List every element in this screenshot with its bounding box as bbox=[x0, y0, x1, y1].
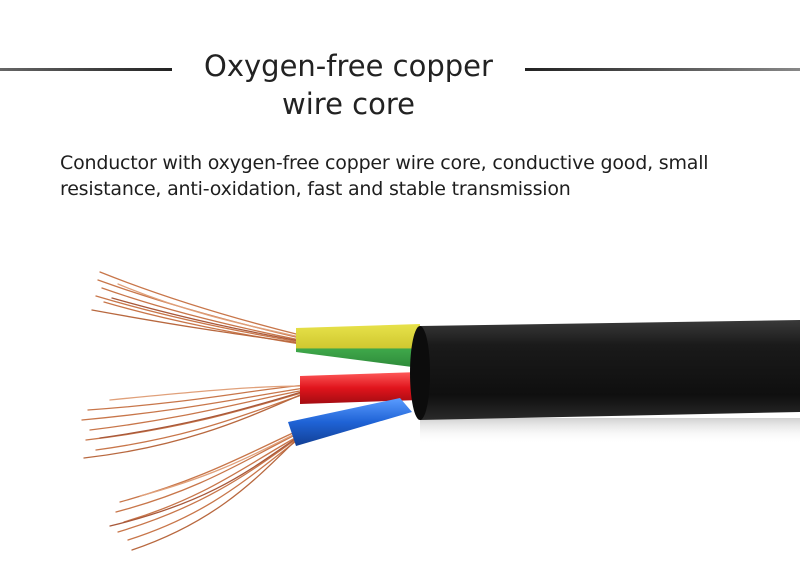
cable-jacket bbox=[414, 320, 800, 420]
feature-title-line-1: Oxygen-free copper bbox=[204, 49, 493, 84]
cable-reflection bbox=[420, 418, 800, 444]
cable-jacket-end bbox=[410, 326, 430, 420]
copper-strands-middle bbox=[81, 384, 306, 459]
feature-description: Conductor with oxygen-free copper wire c… bbox=[60, 152, 709, 200]
copper-strands-top bbox=[91, 271, 301, 345]
conductor-red bbox=[300, 372, 420, 404]
heading-rule-right bbox=[525, 68, 800, 71]
heading-rule-left bbox=[0, 68, 172, 71]
feature-title-line-2: wire core bbox=[282, 87, 415, 122]
conductor-yellow-green bbox=[296, 324, 420, 368]
feature-title: Oxygen-free copper wire core bbox=[172, 47, 525, 123]
conductor-blue bbox=[288, 398, 412, 446]
cable-cross-section-image bbox=[81, 271, 800, 551]
copper-strands-bottom bbox=[109, 431, 296, 551]
